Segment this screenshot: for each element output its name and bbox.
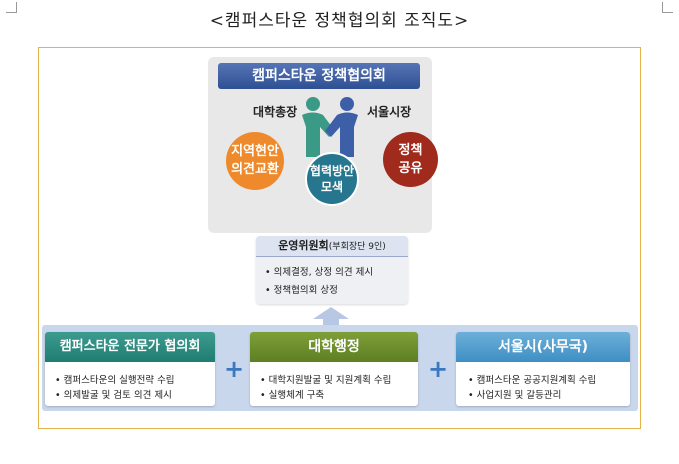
- cooperation-line2: 모색: [320, 180, 344, 194]
- expert-panel-title: 캠퍼스타운 전문가 협의회(MP): [45, 332, 215, 384]
- committee-title-text: 운영위원회: [278, 239, 329, 252]
- council-title: 캠퍼스타운 정책협의회: [218, 63, 420, 89]
- seoul-panel-title: 서울시(사무국): [456, 332, 630, 362]
- cooperation-circle: 협력방안 모색: [305, 152, 359, 206]
- expert-panel-item: • 의제발굴 및 검토 의견 제시: [55, 390, 172, 401]
- committee-item: • 정책협의회 상정: [265, 285, 338, 296]
- cooperation-line1: 협력방안: [309, 164, 355, 178]
- local-issue-circle: 지역현안 의견교환: [226, 132, 284, 190]
- corner-mark-left: [6, 2, 17, 13]
- diagram-title: <캠퍼스타운 정책협의회 조직도>: [209, 11, 470, 31]
- plus-icon: +: [224, 355, 245, 383]
- expert-panel-item: • 캠퍼스타운의 실행전략 수립: [55, 375, 175, 386]
- university-panel-title: 대학행정: [250, 332, 418, 362]
- committee-item: • 의제결정, 상정 의견 제시: [265, 267, 374, 278]
- handshake-icon: [302, 97, 358, 157]
- mayor-label: 서울시장: [367, 105, 412, 119]
- university-panel-item: • 대학지원발굴 및 지원계획 수립: [260, 375, 392, 386]
- university-panel-item: • 실행체계 구축: [260, 390, 325, 401]
- arrow-up-icon: [313, 307, 349, 325]
- policy-share-line2: 공유: [398, 160, 423, 176]
- plus-icon: +: [428, 355, 449, 383]
- seoul-panel-item: • 캠퍼스타운 공공지원계획 수립: [468, 375, 597, 386]
- local-issue-line2: 의견교환: [231, 162, 279, 177]
- corner-mark-right: [662, 2, 673, 13]
- seoul-panel-item: • 사업지원 및 갈등관리: [468, 390, 562, 401]
- local-issue-line1: 지역현안: [231, 144, 279, 159]
- president-label: 대학총장: [253, 105, 298, 119]
- committee-title-note: (부회장단 9인): [328, 242, 386, 252]
- policy-share-line1: 정책: [398, 142, 423, 158]
- policy-share-circle: 정책 공유: [383, 132, 438, 187]
- committee-title: 운영위원회(부회장단 9인): [256, 236, 408, 257]
